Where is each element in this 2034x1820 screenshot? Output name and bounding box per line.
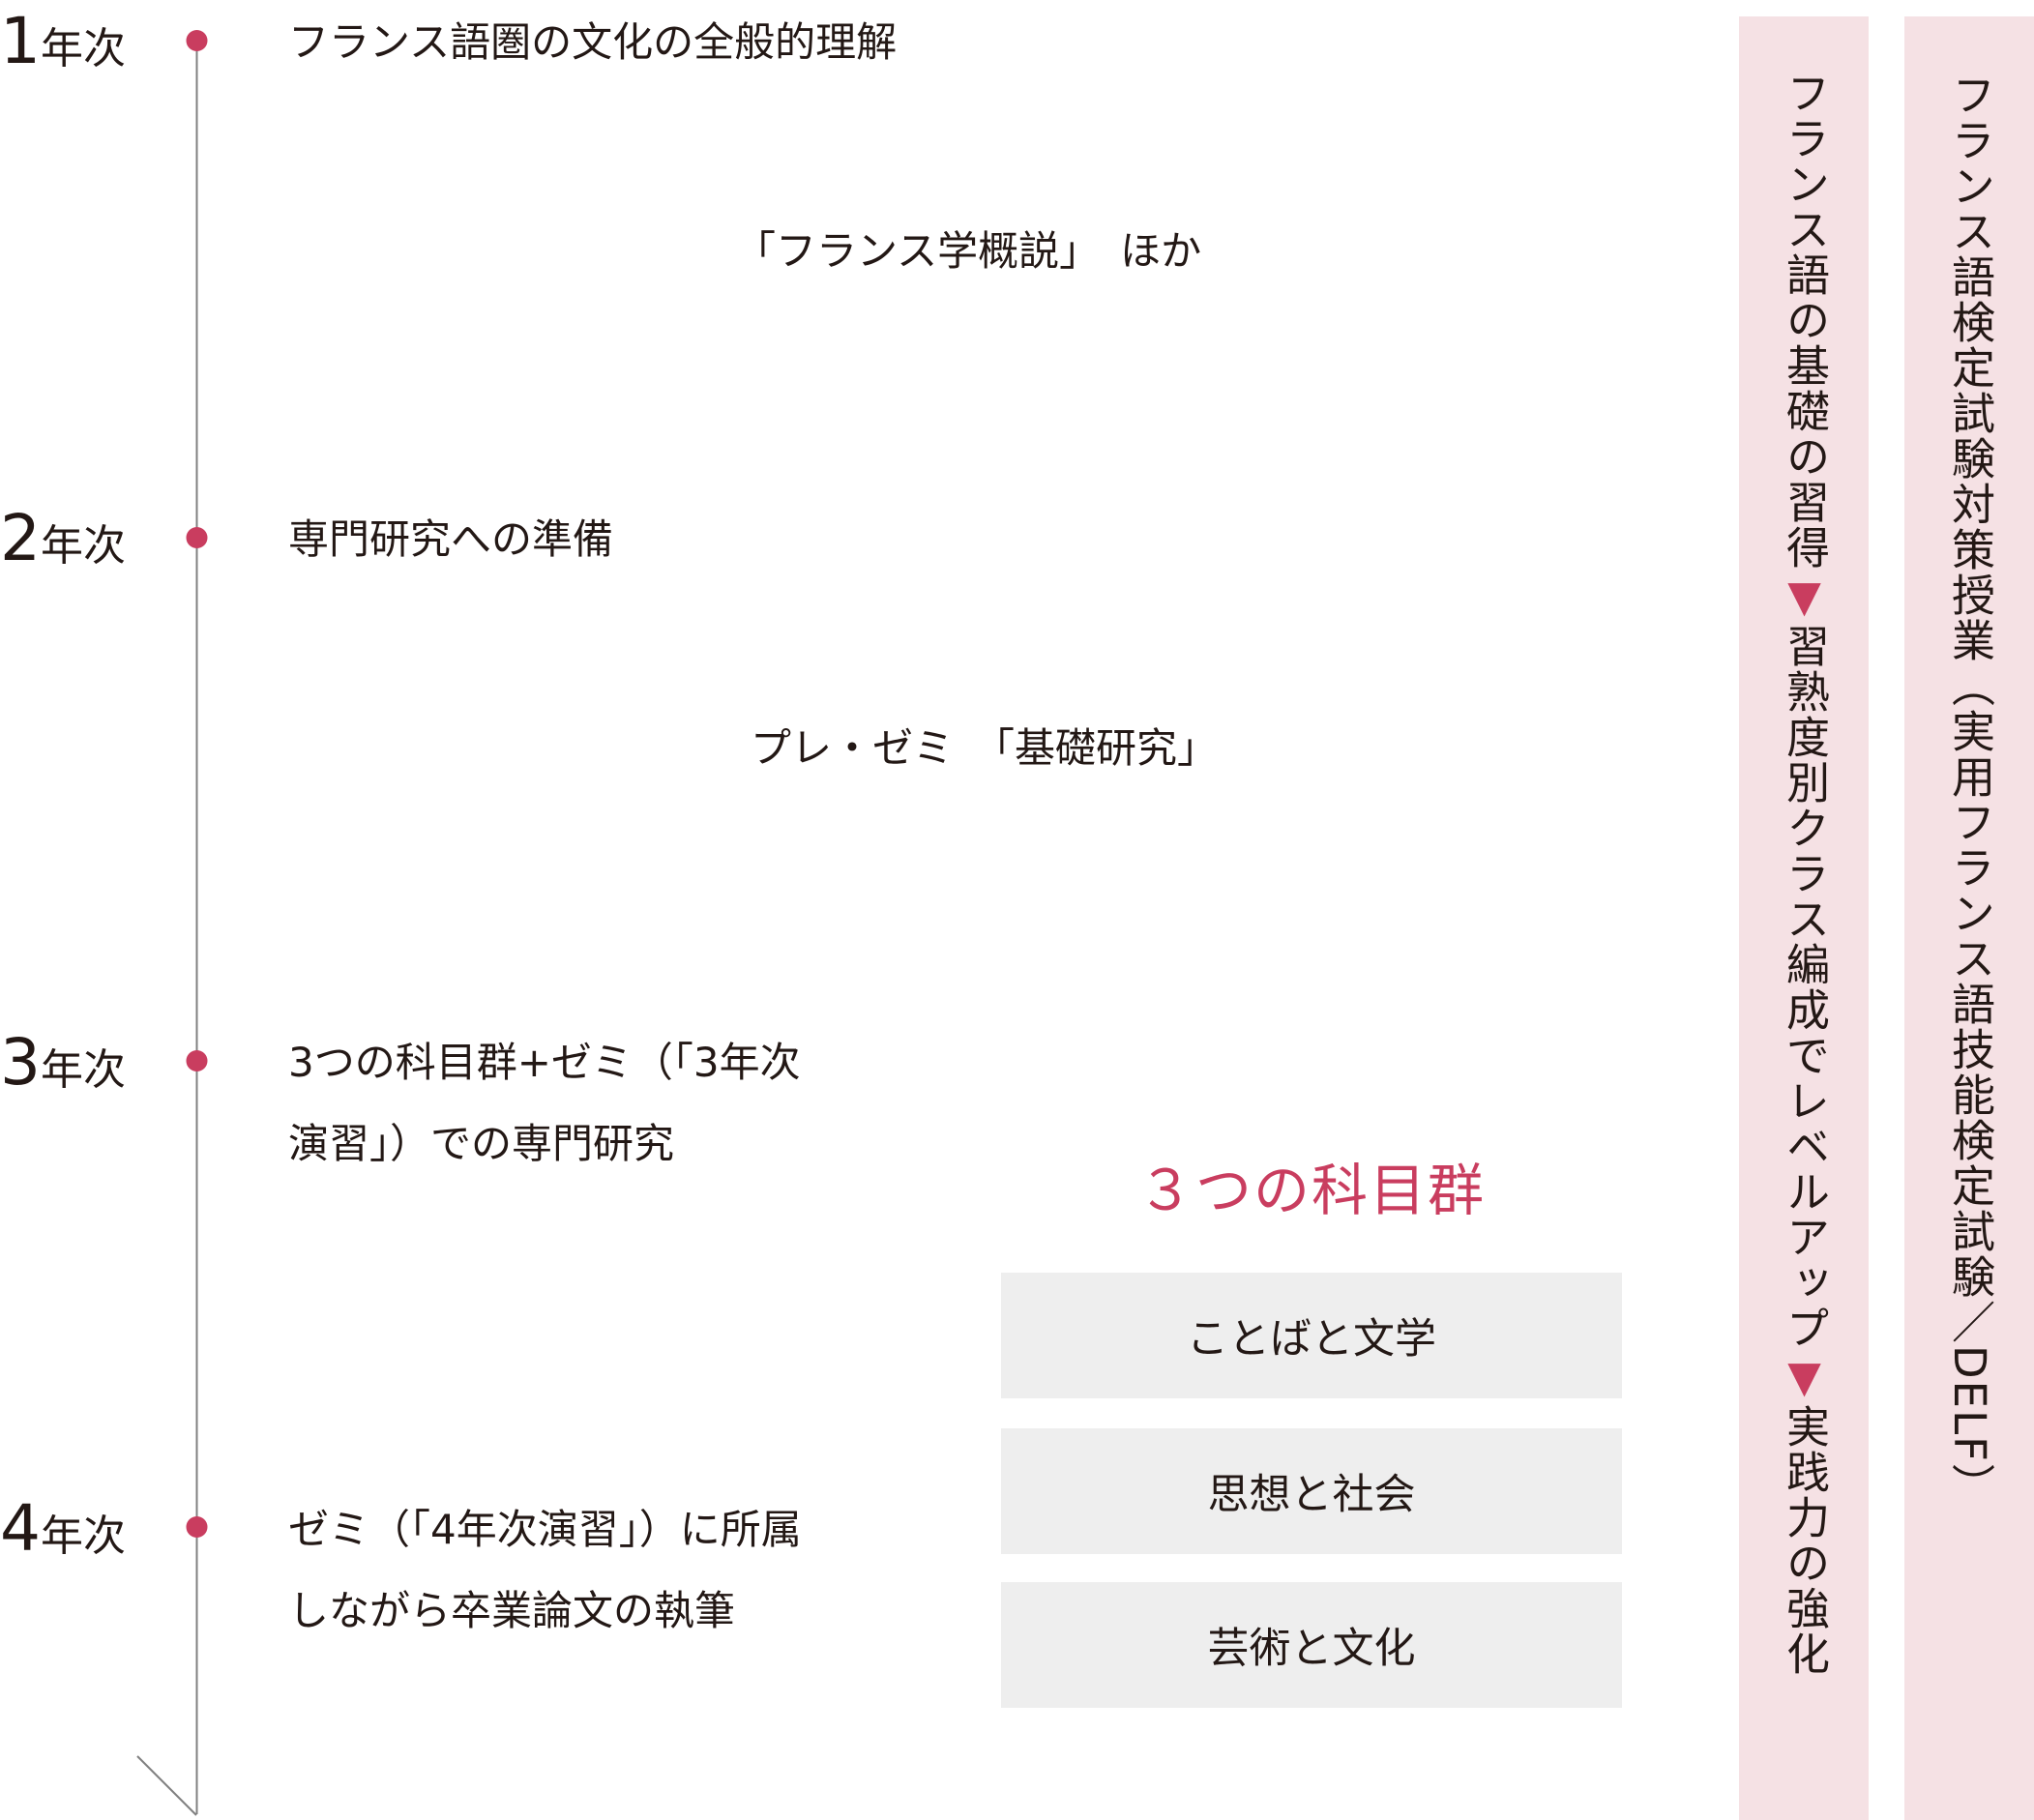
subject-group-thought-society: 思想と社会: [1001, 1428, 1622, 1554]
year-label-4: 4年次: [0, 1497, 126, 1561]
year-number: 4: [0, 1491, 41, 1566]
certification-text: フランス語検定試験対策授業（実用フランス語技能検定試験／DELF）: [1944, 73, 1995, 1510]
year-number: 3: [0, 1025, 41, 1100]
language-progression-panel: フランス語の基礎の習得▼習熟度別クラス編成でレベルアップ▼実践力の強化: [1739, 16, 1869, 1820]
year-description-1: フランス語圏の文化の全般的理解: [288, 2, 897, 83]
description-line: ゼミ（「4年次演習」）に所属: [288, 1506, 802, 1553]
year-course-1: 「フランス学概説」 ほか: [735, 227, 1202, 275]
timeline-dot-year-2: [186, 527, 208, 548]
timeline-dot-year-3: [186, 1050, 208, 1071]
year-unit: 年次: [41, 24, 126, 73]
progression-stage: フランス語の基礎の習得: [1779, 71, 1830, 571]
down-triangle-icon: ▼: [1779, 571, 1830, 624]
subject-group-art-culture: 芸術と文化: [1001, 1582, 1622, 1708]
year-unit: 年次: [41, 1512, 126, 1561]
year-number: 2: [0, 501, 41, 575]
progression-stage: 習熟度別クラス編成でレベルアップ: [1779, 624, 1830, 1351]
year-description-3: 3つの科目群+ゼミ（「3年次 演習」）での専門研究: [288, 1022, 801, 1185]
description-line: 演習」）での専門研究: [288, 1120, 675, 1167]
language-progression-text: フランス語の基礎の習得▼習熟度別クラス編成でレベルアップ▼実践力の強化: [1739, 71, 1869, 1677]
subject-group-language-literature: ことばと文学: [1001, 1273, 1622, 1398]
certification-panel: フランス語検定試験対策授業（実用フランス語技能検定試験／DELF）: [1904, 16, 2034, 1820]
year-label-2: 2年次: [0, 507, 126, 571]
year-unit: 年次: [41, 1045, 126, 1095]
timeline-dot-year-1: [186, 30, 208, 51]
subject-groups-title: ３つの科目群: [1136, 1158, 1486, 1223]
year-description-2: 専門研究への準備: [288, 499, 613, 580]
down-triangle-icon: ▼: [1779, 1351, 1830, 1404]
progression-stage: 実践力の強化: [1779, 1404, 1830, 1677]
year-number: 1: [0, 4, 41, 78]
description-line: 3つの科目群+ゼミ（「3年次: [288, 1039, 801, 1086]
description-line: フランス語圏の文化の全般的理解: [288, 18, 898, 66]
year-label-3: 3年次: [0, 1031, 126, 1095]
description-line: 専門研究への準備: [288, 515, 614, 563]
year-description-4: ゼミ（「4年次演習」）に所属 しながら卒業論文の執筆: [288, 1489, 802, 1652]
description-line: しながら卒業論文の執筆: [288, 1587, 736, 1634]
timeline-end-tick: [136, 1755, 197, 1816]
timeline-dot-year-4: [186, 1516, 208, 1538]
year-course-2: プレ・ゼミ 「基礎研究」: [751, 724, 1219, 772]
year-unit: 年次: [41, 521, 126, 571]
year-label-1: 1年次: [0, 10, 126, 73]
